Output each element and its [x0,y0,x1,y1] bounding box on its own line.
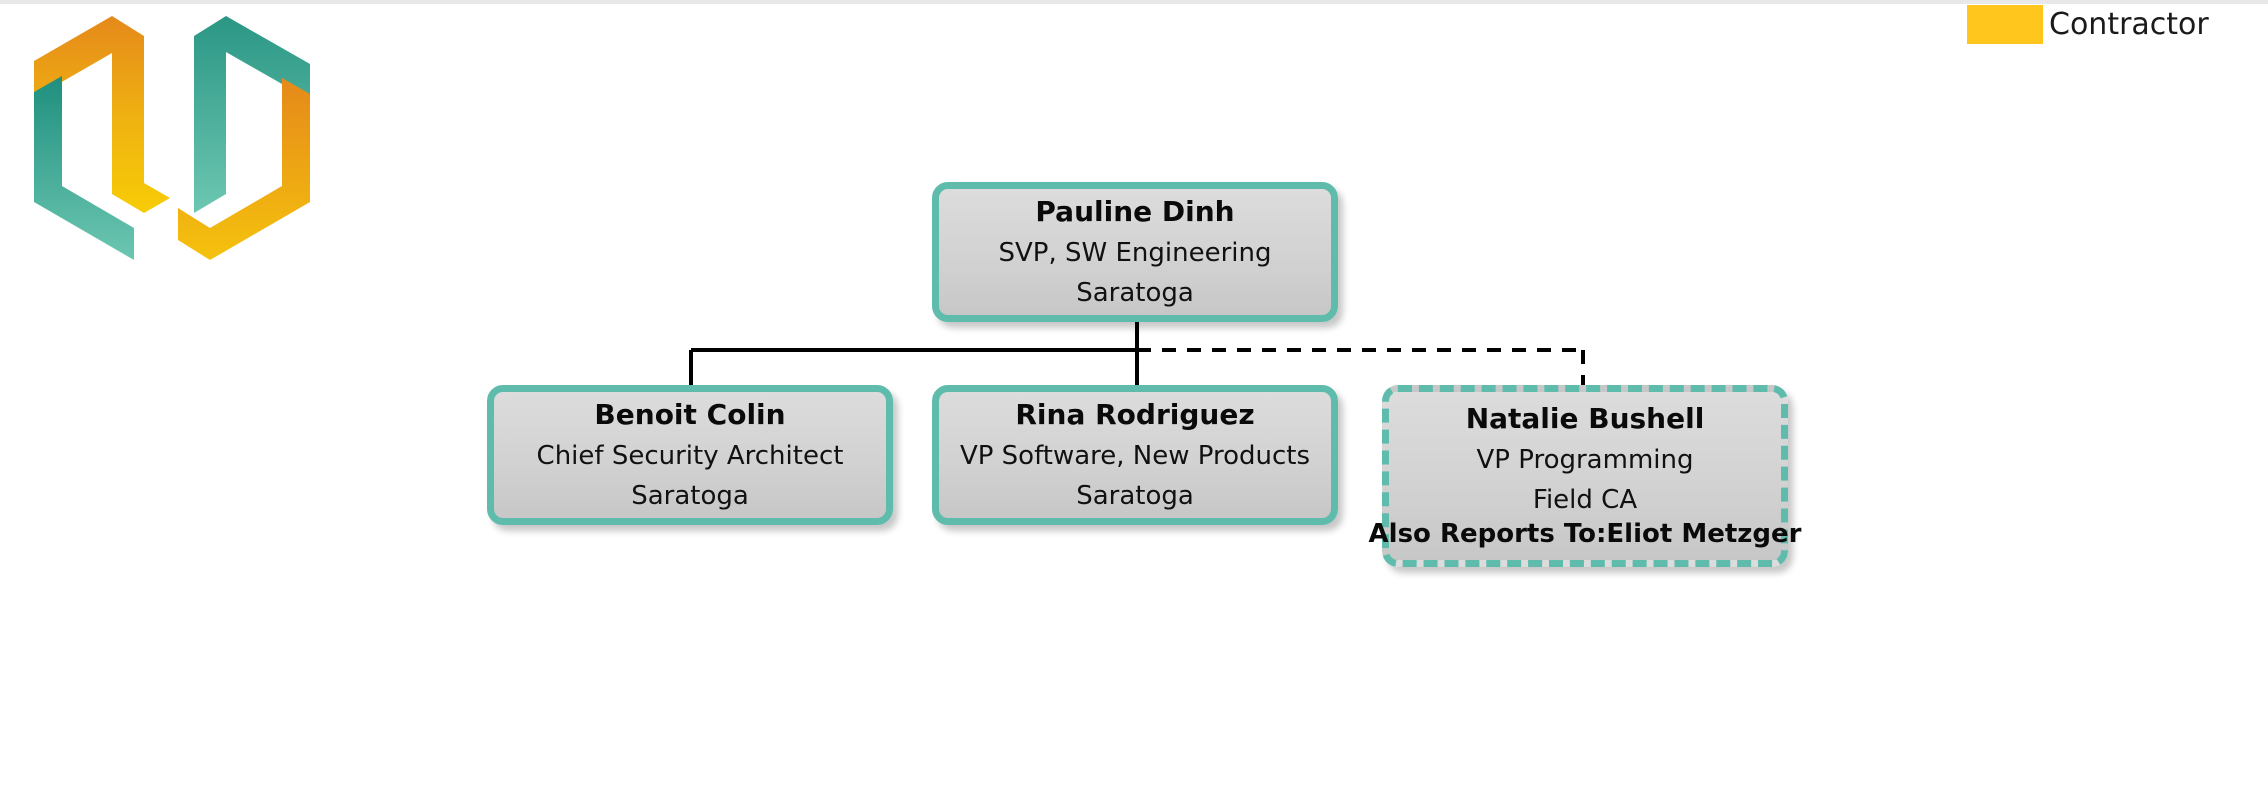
node-name: Pauline Dinh [1035,195,1235,228]
node-name: Benoit Colin [594,398,786,431]
org-node-rina-rodriguez[interactable]: Rina Rodriguez VP Software, New Products… [932,385,1338,525]
company-logo [22,8,322,270]
node-title: SVP, SW Engineering [998,238,1272,268]
legend-swatch-contractor [1967,5,2043,44]
org-node-benoit-colin[interactable]: Benoit Colin Chief Security Architect Sa… [487,385,893,525]
node-title: Chief Security Architect [536,441,844,471]
node-location: Saratoga [631,481,749,511]
org-node-pauline-dinh[interactable]: Pauline Dinh SVP, SW Engineering Saratog… [932,182,1338,322]
node-name: Rina Rodriguez [1015,398,1255,431]
legend: Contractor [1967,5,2209,44]
node-title: VP Programming [1476,445,1694,475]
node-title: VP Software, New Products [959,441,1311,471]
node-name: Natalie Bushell [1465,402,1705,435]
node-also-reports-to: Also Reports To:Eliot Metzger [1368,519,1802,549]
node-location: Saratoga [1076,278,1194,308]
org-node-natalie-bushell[interactable]: Natalie Bushell VP Programming Field CA … [1369,385,1801,567]
node-location: Saratoga [1076,481,1194,511]
top-divider-strip [0,0,2268,4]
node-location: Field CA [1532,485,1638,515]
legend-label-contractor: Contractor [2049,7,2209,42]
